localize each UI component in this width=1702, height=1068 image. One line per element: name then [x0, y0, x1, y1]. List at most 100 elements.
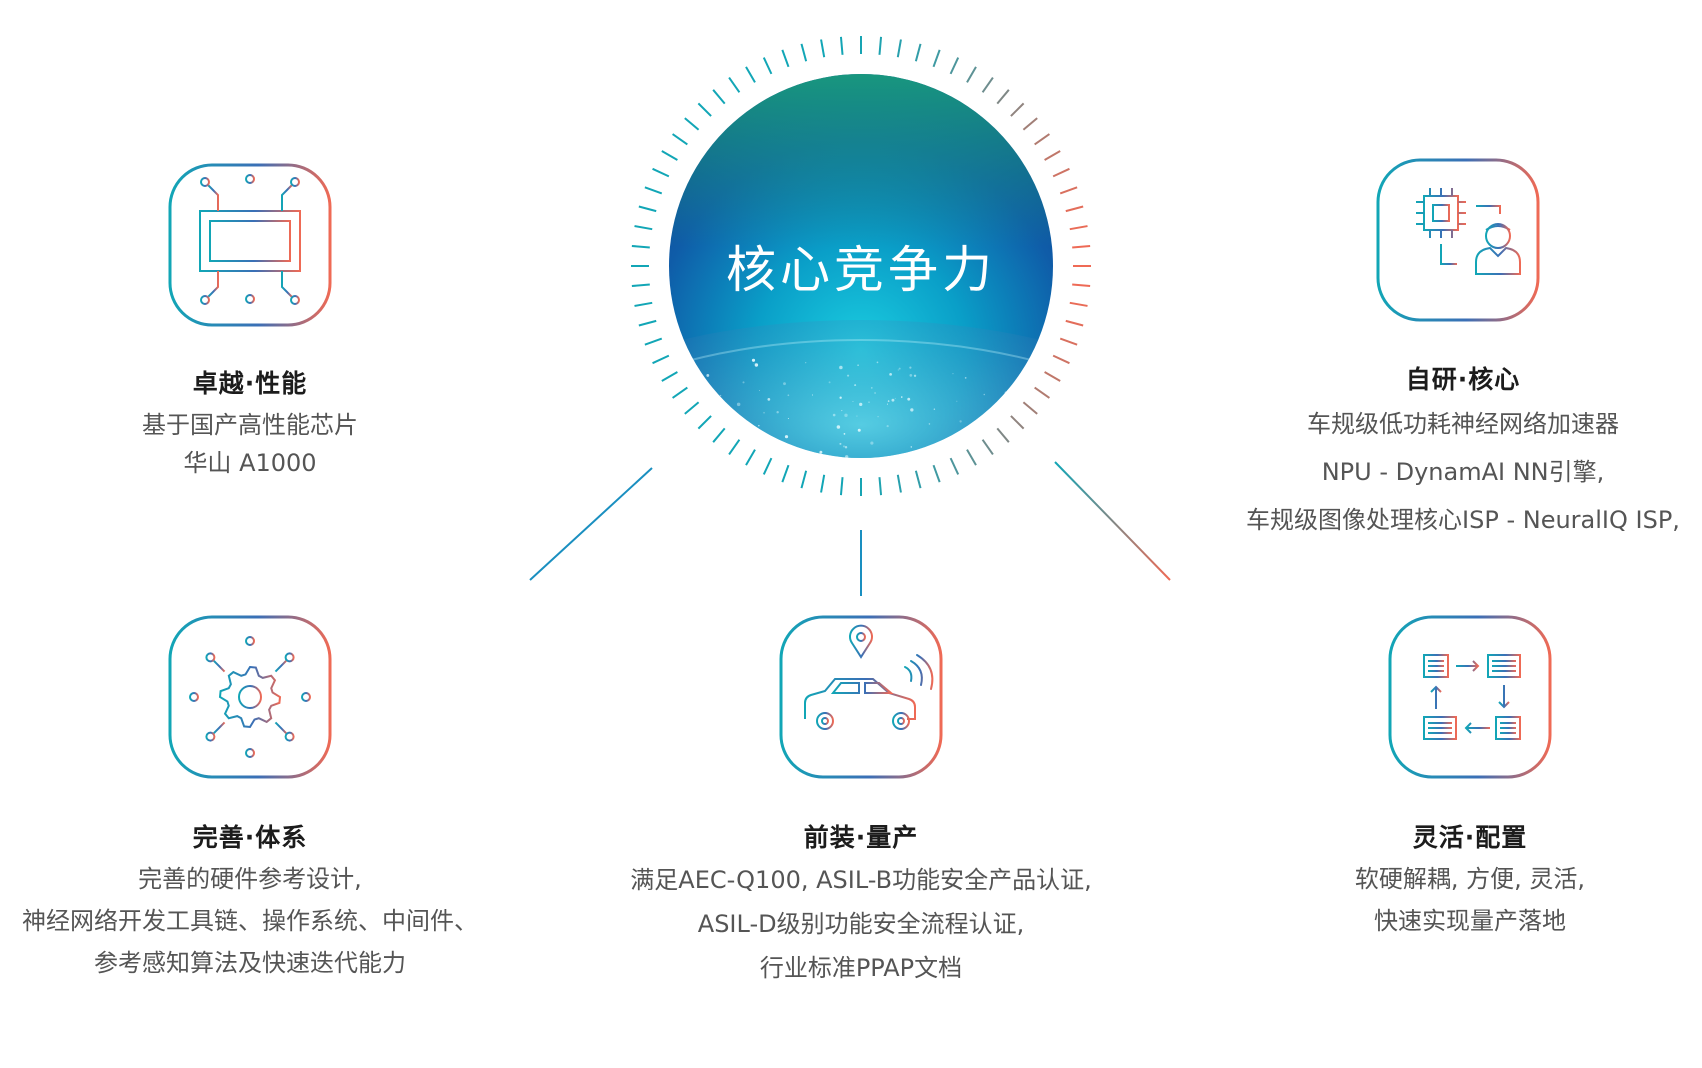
tick-mark — [781, 464, 790, 483]
desc-line: 参考感知算法及快速迭代能力 — [94, 949, 406, 977]
feature-desc: 满足AEC-Q100, ASIL-B功能安全产品认证, ASIL-D级别功能安全… — [630, 858, 1091, 990]
tick-mark — [1044, 150, 1061, 161]
tick-mark — [966, 449, 977, 466]
city-light — [956, 400, 958, 402]
city-light — [964, 376, 967, 379]
city-light — [909, 374, 913, 377]
tick-mark — [638, 205, 657, 213]
tick-mark — [896, 39, 902, 58]
city-light — [868, 401, 870, 403]
feature-title: 完善·体系 — [192, 823, 308, 852]
city-light — [876, 361, 879, 364]
tick-mark — [762, 457, 773, 475]
city-light — [844, 446, 848, 449]
city-light — [907, 397, 911, 401]
document-cycle-icon — [1388, 615, 1552, 779]
city-light — [898, 367, 901, 370]
desc-line: NPU - DynamAI NN引擎, — [1321, 458, 1605, 486]
tick-mark — [644, 186, 663, 195]
city-light — [775, 447, 778, 450]
connected-car-icon — [779, 615, 943, 779]
city-light — [852, 401, 854, 402]
city-light — [1006, 420, 1009, 422]
gear-node — [284, 731, 295, 742]
chip-circuit-icon — [168, 163, 332, 327]
city-light — [889, 372, 892, 376]
city-light — [933, 408, 936, 410]
city-light — [839, 442, 842, 445]
gear-node — [205, 731, 216, 742]
chip-person-icon — [1376, 158, 1540, 322]
city-light — [832, 413, 836, 417]
city-light — [886, 403, 888, 405]
tick-mark — [996, 89, 1010, 105]
tick-mark — [634, 301, 653, 307]
feature-core: 自研·核心 车规级低功耗神经网络加速器 NPU - DynamAI NN引擎, … — [1246, 360, 1680, 544]
tick-mark — [1072, 283, 1091, 288]
tick-mark — [684, 117, 700, 131]
city-light — [715, 395, 718, 398]
city-light — [913, 374, 917, 377]
city-light — [841, 410, 843, 412]
city-light — [970, 433, 973, 437]
tick-mark — [652, 354, 670, 365]
tick-mark — [1010, 102, 1025, 117]
city-light — [819, 450, 823, 454]
desc-line: 车规级图像处理核心ISP - NeuralIQ ISP, — [1246, 506, 1680, 534]
gear-spoke — [212, 659, 226, 673]
tick-mark — [996, 427, 1010, 443]
city-light — [787, 394, 790, 397]
city-light — [857, 364, 859, 366]
tick-mark — [949, 57, 960, 75]
tick-mark — [981, 439, 994, 455]
tick-mark — [728, 77, 741, 93]
tick-mark — [712, 89, 726, 105]
tick-mark — [1010, 415, 1025, 430]
feature-desc: 完善的硬件参考设计, 神经网络开发工具链、操作系统、中间件、 参考感知算法及快速… — [22, 858, 478, 984]
city-light — [836, 425, 841, 429]
city-light — [784, 455, 786, 457]
city-light — [870, 441, 874, 445]
tick-mark — [949, 457, 960, 475]
city-light — [952, 373, 954, 375]
tick-mark — [762, 57, 773, 75]
city-light — [982, 453, 985, 456]
city-light — [741, 431, 745, 434]
tick-mark — [1065, 205, 1084, 213]
feature-system: 完善·体系 完善的硬件参考设计, 神经网络开发工具链、操作系统、中间件、 参考感… — [22, 818, 478, 984]
tick-mark — [1065, 319, 1084, 327]
city-light — [874, 392, 876, 394]
city-light — [843, 433, 846, 435]
tick-mark — [644, 337, 663, 346]
city-light — [767, 397, 771, 401]
desc-line: 快速实现量产落地 — [1374, 907, 1566, 935]
tick-mark — [1044, 371, 1061, 382]
city-light — [796, 449, 799, 453]
gear-node — [301, 692, 311, 702]
feature-title: 卓越·性能 — [192, 369, 308, 398]
city-light — [928, 423, 931, 425]
city-light — [753, 363, 755, 365]
feature-config: 灵活·配置 软硬解耦, 方便, 灵活, 快速实现量产落地 — [1355, 818, 1585, 942]
tick-mark — [839, 36, 844, 55]
city-light — [873, 457, 876, 458]
city-light — [963, 433, 966, 436]
city-light — [886, 425, 889, 428]
city-light — [857, 428, 861, 432]
city-light — [839, 365, 843, 370]
city-light — [715, 394, 718, 397]
tick-mark — [1052, 167, 1070, 178]
city-light — [742, 381, 745, 384]
city-light — [910, 408, 914, 412]
city-light — [751, 358, 756, 362]
city-light — [739, 431, 743, 435]
city-light — [891, 398, 895, 402]
tick-mark — [1059, 337, 1078, 346]
city-light — [992, 420, 996, 424]
gear-spoke — [212, 721, 226, 735]
tick-mark — [932, 49, 941, 68]
city-light — [724, 447, 726, 449]
city-light — [763, 411, 765, 414]
city-light — [706, 374, 710, 377]
tick-mark — [839, 477, 844, 496]
